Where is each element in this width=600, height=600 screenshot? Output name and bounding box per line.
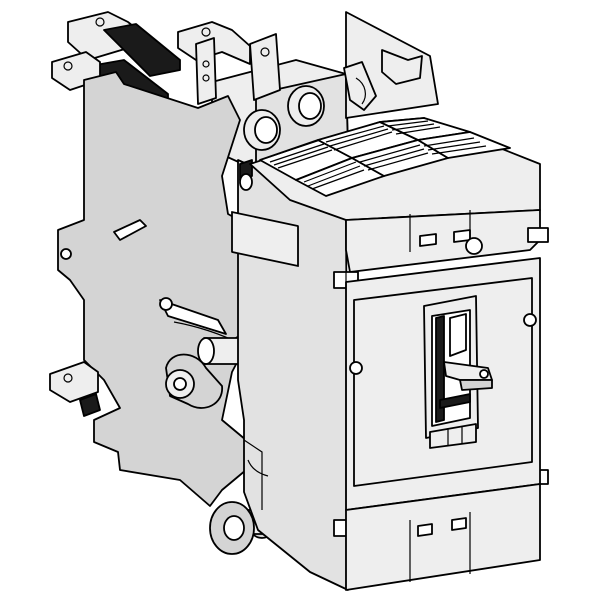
left-mounting-plate <box>49 71 255 507</box>
breaker-front-lower <box>345 483 541 591</box>
black-busbar-upper <box>103 23 181 77</box>
breaker-front-upper <box>345 209 541 273</box>
circuit-breaker-icon <box>231 117 549 591</box>
toggle-handle-icon <box>423 295 493 449</box>
